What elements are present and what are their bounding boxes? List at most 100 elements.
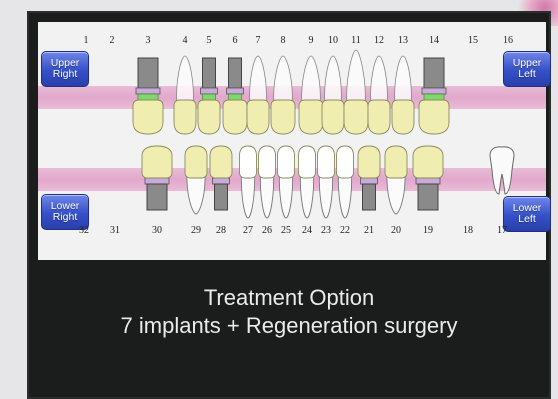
lower-tooth-number-31: 31: [110, 225, 120, 236]
lower-tooth-number-30: 30: [152, 225, 162, 236]
lower-root-27: [241, 172, 254, 218]
lower-implant-abutment-19: [416, 178, 440, 184]
caption-subtitle: 7 implants + Regeneration surgery: [27, 313, 551, 339]
lower-tooth-number-20: 20: [391, 225, 401, 236]
upper-implant-collar-3: [138, 94, 158, 100]
upper-crown-11: [344, 100, 368, 134]
lower-crown-20: [385, 146, 407, 178]
lower-crown-30: [142, 146, 172, 178]
lower-tooth-number-29: 29: [191, 225, 201, 236]
upper-tooth-number-11: 11: [351, 35, 361, 46]
lower-crown-28: [210, 146, 232, 178]
upper-tooth-number-7: 7: [256, 35, 261, 46]
lower-implant-abutment-21: [361, 178, 378, 184]
lower-tooth-number-22: 22: [340, 225, 350, 236]
upper-crown-14: [419, 100, 449, 134]
upper-root-12: [371, 56, 388, 106]
upper-implant-abutment-3: [136, 88, 160, 94]
upper-tooth-number-4: 4: [183, 35, 188, 46]
upper-right-label-2: Right: [53, 69, 78, 80]
upper-left-button[interactable]: Upper Left: [503, 51, 551, 87]
upper-implant-collar-5: [203, 94, 216, 100]
upper-tooth-number-10: 10: [328, 35, 338, 46]
upper-crown-5: [198, 100, 220, 134]
lower-root-24: [300, 172, 313, 218]
upper-tooth-number-5: 5: [207, 35, 212, 46]
lower-implant-abutment-30: [145, 178, 169, 184]
upper-tooth-number-2: 2: [110, 35, 115, 46]
lower-crown-25: [278, 146, 295, 178]
lower-crown-22: [337, 146, 354, 178]
upper-tooth-number-1: 1: [84, 35, 89, 46]
lower-implant-abutment-28: [213, 178, 230, 184]
lower-left-label-2: Left: [518, 214, 536, 225]
lower-tooth-number-26: 26: [262, 225, 272, 236]
upper-tooth-number-9: 9: [309, 35, 314, 46]
upper-implant-fixture-5: [203, 58, 216, 88]
lower-crown-19: [413, 146, 443, 178]
lower-crown-24: [299, 146, 316, 178]
lower-root-23: [319, 172, 332, 218]
upper-root-7: [250, 56, 267, 106]
upper-implant-abutment-6: [227, 88, 244, 94]
upper-tooth-number-16: 16: [503, 35, 513, 46]
lower-crown-23: [318, 146, 335, 178]
upper-crown-6: [223, 100, 247, 134]
upper-crown-12: [368, 100, 390, 134]
lower-tooth-number-23: 23: [321, 225, 331, 236]
upper-crown-8: [271, 100, 295, 134]
lower-tooth-number-25: 25: [281, 225, 291, 236]
upper-crown-13: [392, 100, 414, 134]
upper-right-button[interactable]: Upper Right: [41, 51, 89, 87]
upper-implant-fixture-3: [138, 58, 158, 88]
lower-tooth-number-21: 21: [364, 225, 374, 236]
lower-tooth-number-24: 24: [302, 225, 312, 236]
upper-implant-fixture-14: [424, 58, 444, 88]
upper-tooth-number-12: 12: [374, 35, 384, 46]
lower-crown-21: [358, 146, 380, 178]
upper-implant-collar-6: [229, 94, 242, 100]
caption-title: Treatment Option: [27, 285, 551, 311]
upper-crown-10: [322, 100, 344, 134]
upper-implant-collar-14: [424, 94, 444, 100]
upper-root-8: [274, 56, 293, 106]
extracted-tooth-17: [490, 147, 514, 194]
lower-implant-fixture-28: [215, 184, 228, 210]
lower-implant-fixture-30: [147, 184, 167, 210]
lower-tooth-number-17: 17: [497, 225, 507, 236]
lower-implant-fixture-21: [363, 184, 376, 210]
upper-crown-9: [299, 100, 323, 134]
upper-root-10: [325, 56, 342, 106]
lower-tooth-number-27: 27: [243, 225, 253, 236]
upper-tooth-number-8: 8: [281, 35, 286, 46]
lower-right-label-2: Right: [53, 212, 78, 223]
lower-crown-27: [240, 146, 257, 178]
lower-tooth-number-28: 28: [216, 225, 226, 236]
upper-root-9: [302, 56, 321, 106]
upper-left-label-2: Left: [518, 69, 536, 80]
upper-crown-4: [174, 100, 196, 134]
upper-root-13: [395, 56, 412, 106]
lower-tooth-number-32: 32: [79, 225, 89, 236]
lower-implant-fixture-19: [418, 184, 438, 210]
upper-root-4: [177, 56, 194, 106]
lower-root-22: [338, 172, 351, 218]
upper-tooth-number-15: 15: [468, 35, 478, 46]
upper-crown-3: [133, 100, 163, 134]
upper-tooth-number-13: 13: [398, 35, 408, 46]
upper-implant-fixture-6: [229, 58, 242, 88]
upper-tooth-number-3: 3: [146, 35, 151, 46]
upper-tooth-number-14: 14: [429, 35, 439, 46]
lower-left-button[interactable]: Lower Left: [503, 196, 551, 232]
upper-root-11: [347, 50, 366, 106]
lower-tooth-number-19: 19: [423, 225, 433, 236]
lower-crown-29: [185, 146, 207, 178]
lower-tooth-number-18: 18: [463, 225, 473, 236]
upper-crown-7: [247, 100, 269, 134]
lower-crown-26: [259, 146, 276, 178]
lower-root-26: [260, 172, 273, 218]
upper-tooth-number-6: 6: [233, 35, 238, 46]
upper-implant-abutment-14: [422, 88, 446, 94]
upper-implant-abutment-5: [201, 88, 218, 94]
lower-root-25: [279, 172, 292, 218]
